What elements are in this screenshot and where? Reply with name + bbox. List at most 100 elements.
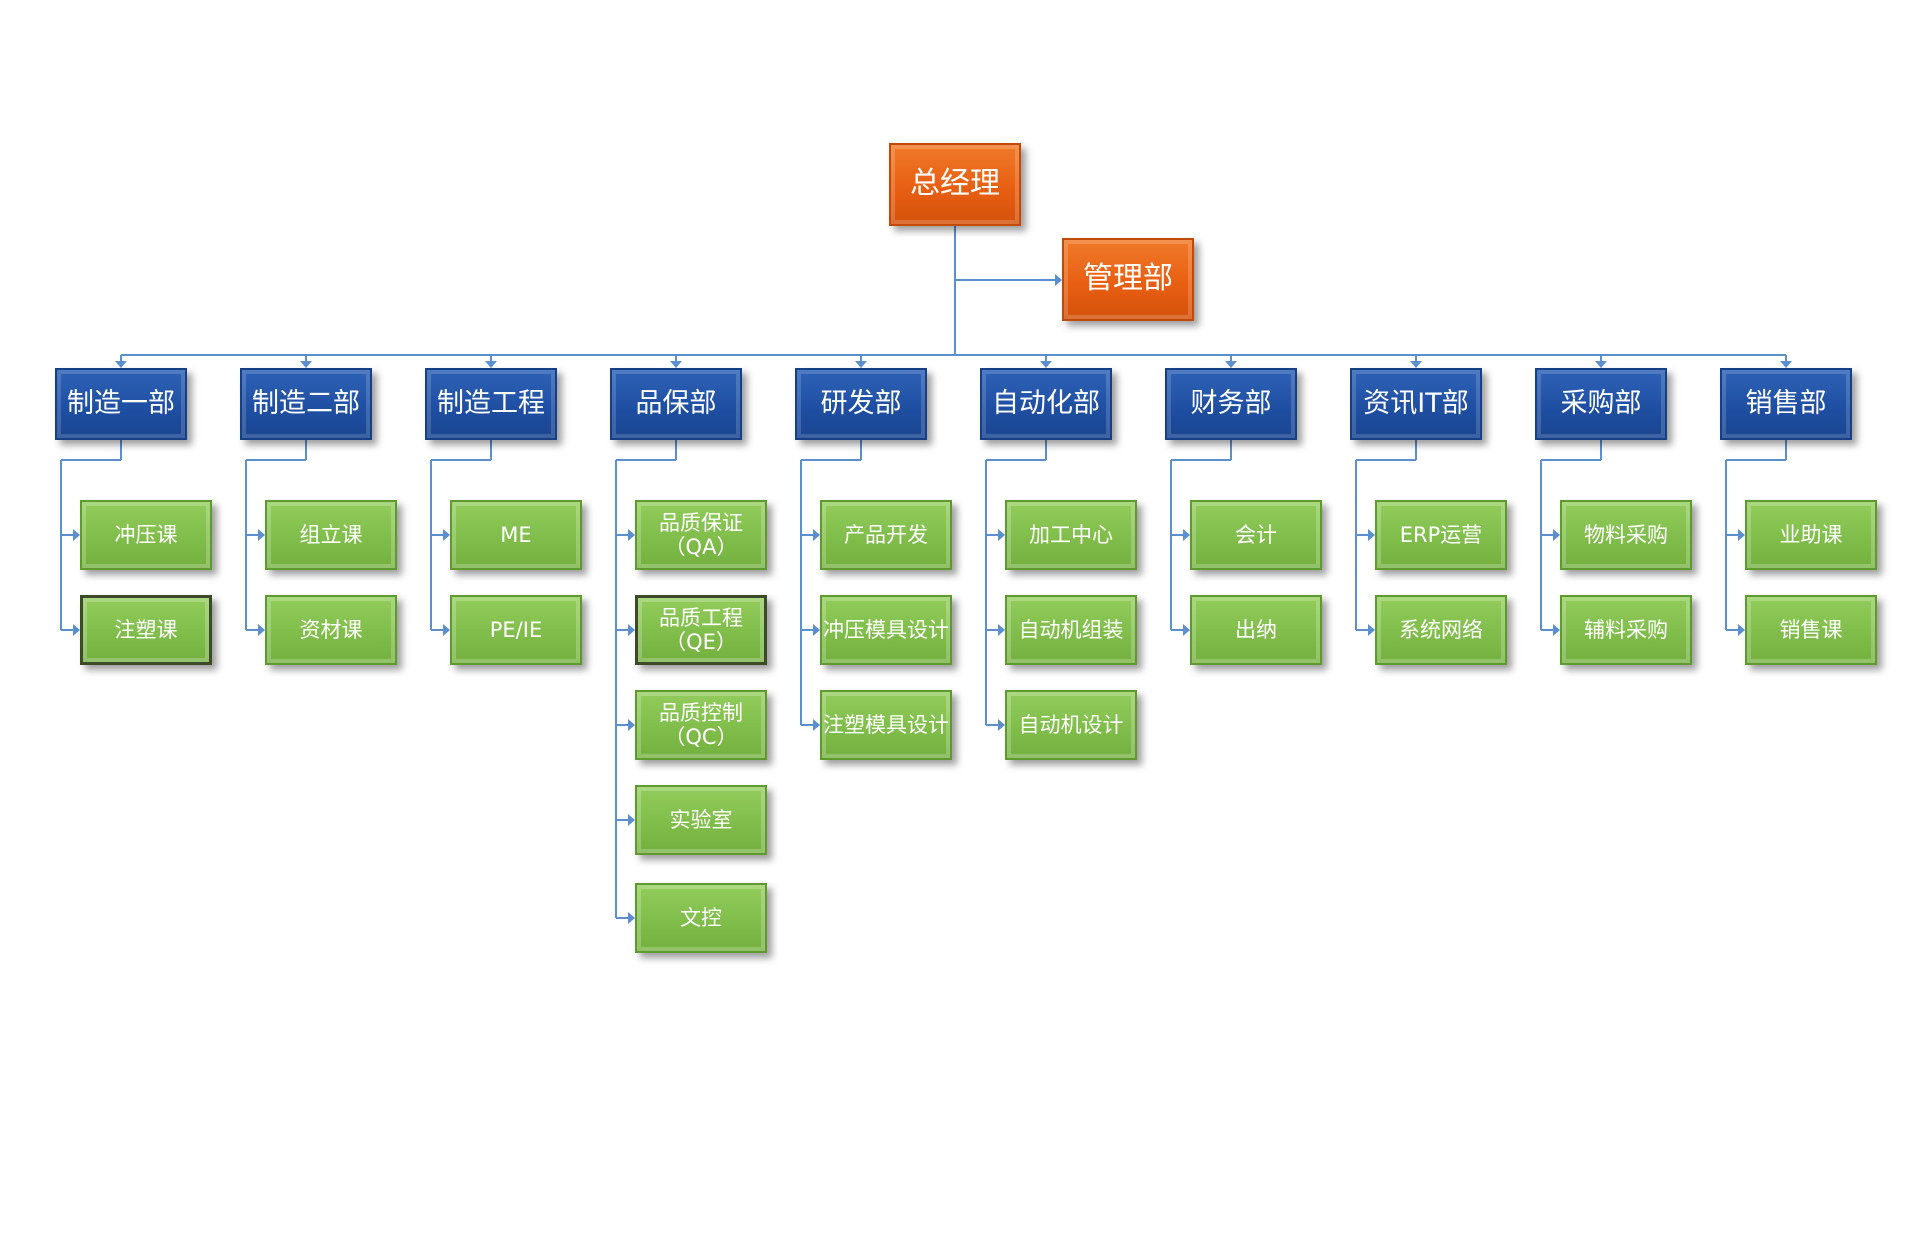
unit-label: 冲压模具设计 [823, 617, 949, 642]
unit-arrow [1553, 529, 1560, 541]
department-label: 研发部 [820, 388, 902, 420]
department-label: 资讯IT部 [1363, 388, 1469, 420]
department-label: 采购部 [1560, 388, 1642, 420]
unit-label: 实验室 [669, 807, 733, 832]
department-arrow [115, 361, 127, 368]
unit-label: 业助课 [1779, 522, 1843, 547]
department-box: 研发部 [795, 368, 927, 440]
unit-arrow [1368, 529, 1375, 541]
department-box: 制造工程 [425, 368, 557, 440]
unit-box: 冲压模具设计 [820, 595, 952, 665]
unit-arrow [1738, 529, 1745, 541]
department-box: 制造二部 [240, 368, 372, 440]
unit-arrow [443, 624, 450, 636]
unit-arrow [73, 624, 80, 636]
unit-label: 组立课 [299, 522, 363, 547]
department-box: 制造一部 [55, 368, 187, 440]
unit-label: 注塑课 [114, 617, 178, 642]
general-manager-box: 总经理 [889, 143, 1021, 226]
department-arrow [855, 361, 867, 368]
unit-arrow [1553, 624, 1560, 636]
unit-arrow [258, 624, 265, 636]
unit-label: 会计 [1235, 522, 1277, 547]
unit-label: 自动机设计 [1018, 712, 1124, 737]
unit-label: 辅料采购 [1584, 617, 1668, 642]
unit-box: 物料采购 [1560, 500, 1692, 570]
unit-label: PE/IE [489, 617, 543, 642]
unit-arrow [1183, 624, 1190, 636]
department-label: 财务部 [1190, 388, 1272, 420]
unit-box: 自动机设计 [1005, 690, 1137, 760]
unit-box: 业助课 [1745, 500, 1877, 570]
unit-box: 会计 [1190, 500, 1322, 570]
department-arrow [485, 361, 497, 368]
department-label: 品保部 [635, 388, 717, 420]
department-arrow [1780, 361, 1792, 368]
unit-box: 品质控制 （QC） [635, 690, 767, 760]
unit-arrow [813, 529, 820, 541]
general-manager-label: 总经理 [910, 166, 1000, 202]
staff-arrow [1055, 274, 1062, 286]
unit-box: 文控 [635, 883, 767, 953]
unit-box: 出纳 [1190, 595, 1322, 665]
unit-label: 品质控制 （QC） [659, 700, 743, 749]
unit-label: 物料采购 [1584, 522, 1668, 547]
department-box: 资讯IT部 [1350, 368, 1482, 440]
unit-label: 产品开发 [844, 522, 928, 547]
unit-arrow [628, 912, 635, 924]
unit-arrow [258, 529, 265, 541]
unit-box: PE/IE [450, 595, 582, 665]
department-box: 销售部 [1720, 368, 1852, 440]
unit-arrow [628, 719, 635, 731]
unit-label: 自动机组装 [1018, 617, 1124, 642]
unit-box: 产品开发 [820, 500, 952, 570]
unit-box: 品质保证 （QA） [635, 500, 767, 570]
department-arrow [1040, 361, 1052, 368]
unit-label: 系统网络 [1399, 617, 1483, 642]
department-arrow [300, 361, 312, 368]
unit-box: 销售课 [1745, 595, 1877, 665]
unit-label: ME [500, 522, 532, 547]
department-label: 制造二部 [252, 388, 360, 420]
unit-label: 文控 [680, 905, 722, 930]
unit-box: ME [450, 500, 582, 570]
department-box: 财务部 [1165, 368, 1297, 440]
department-label: 制造一部 [67, 388, 175, 420]
unit-box: 辅料采购 [1560, 595, 1692, 665]
department-arrow [1595, 361, 1607, 368]
department-box: 自动化部 [980, 368, 1112, 440]
unit-box: 资材课 [265, 595, 397, 665]
unit-box: 冲压课 [80, 500, 212, 570]
unit-box: 组立课 [265, 500, 397, 570]
department-label: 自动化部 [992, 388, 1100, 420]
department-arrow [1410, 361, 1422, 368]
unit-box: 品质工程 （QE） [635, 595, 767, 665]
unit-arrow [628, 814, 635, 826]
admin-department-box: 管理部 [1062, 238, 1194, 321]
unit-arrow [628, 624, 635, 636]
department-arrow [1225, 361, 1237, 368]
unit-arrow [1368, 624, 1375, 636]
unit-box: ERP运营 [1375, 500, 1507, 570]
department-label: 销售部 [1745, 388, 1827, 420]
department-box: 品保部 [610, 368, 742, 440]
unit-label: 销售课 [1779, 617, 1843, 642]
unit-arrow [998, 719, 1005, 731]
department-arrow [670, 361, 682, 368]
unit-arrow [813, 719, 820, 731]
unit-arrow [443, 529, 450, 541]
unit-box: 注塑课 [80, 595, 212, 665]
unit-label: 品质保证 （QA） [659, 510, 743, 559]
unit-arrow [1738, 624, 1745, 636]
unit-label: 加工中心 [1029, 522, 1113, 547]
admin-department-label: 管理部 [1083, 261, 1173, 297]
unit-arrow [1183, 529, 1190, 541]
unit-box: 系统网络 [1375, 595, 1507, 665]
department-label: 制造工程 [437, 388, 545, 420]
unit-box: 自动机组装 [1005, 595, 1137, 665]
department-box: 采购部 [1535, 368, 1667, 440]
unit-box: 实验室 [635, 785, 767, 855]
unit-arrow [998, 624, 1005, 636]
